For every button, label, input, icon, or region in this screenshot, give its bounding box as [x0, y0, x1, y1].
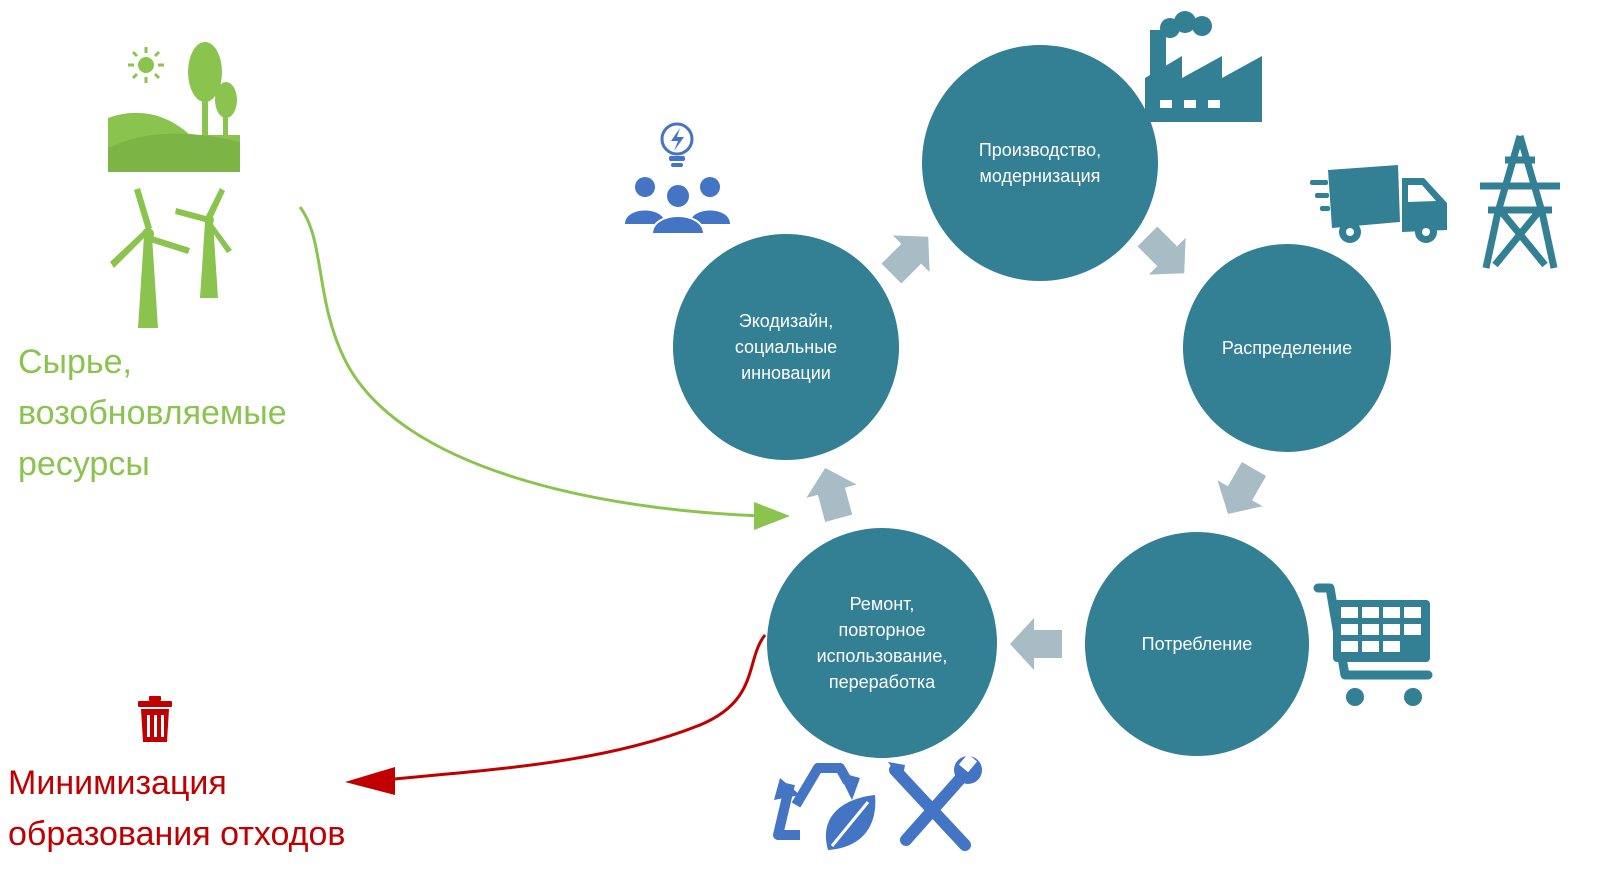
- delivery-truck-icon: [1310, 165, 1447, 243]
- cycle-arrow-repair-to-ecodesign: [806, 468, 857, 522]
- wind-turbines-icon: [110, 188, 232, 328]
- node-production-label: Производство, модернизация: [978, 139, 1102, 186]
- node-repair: Ремонт, повторное использование, перераб…: [767, 528, 997, 758]
- node-distribution: Распределение: [1183, 244, 1391, 452]
- screwdriver-wrench-icon: [888, 753, 982, 851]
- recycle-leaf-icon: [773, 763, 876, 850]
- waste-flow-arrow: [345, 634, 767, 795]
- cycle-arrow-production-to-distribution: [1137, 226, 1186, 275]
- node-consumption-label: Потребление: [1141, 633, 1253, 654]
- node-distribution-label: Распределение: [1221, 337, 1353, 358]
- input-flow-arrow: [298, 206, 790, 530]
- landscape-sun-trees-icon: [108, 42, 240, 172]
- cycle-arrow-distribution-to-consumption: [1217, 461, 1267, 514]
- cycle-arrow-ecodesign-to-production: [881, 235, 930, 284]
- trash-bin-icon: [138, 696, 172, 742]
- power-pylon-icon: [1480, 135, 1560, 269]
- team-idea-icon: [625, 122, 730, 235]
- node-consumption: Потребление: [1085, 532, 1309, 756]
- waste-label: Минимизация образования отходов: [8, 764, 346, 853]
- resources-label: Сырье, возобновляемые ресурсы: [18, 343, 287, 483]
- factory-icon: [1145, 11, 1262, 122]
- node-repair-label: Ремонт, повторное использование, перераб…: [816, 593, 948, 693]
- node-production: Производство, модернизация: [922, 45, 1158, 281]
- cycle-arrow-consumption-to-repair: [1010, 618, 1062, 670]
- node-ecodesign: Экодизайн, социальные инновации: [673, 234, 899, 460]
- node-ecodesign-label: Экодизайн, социальные инновации: [734, 310, 838, 384]
- shopping-cart-icon: [1313, 583, 1433, 706]
